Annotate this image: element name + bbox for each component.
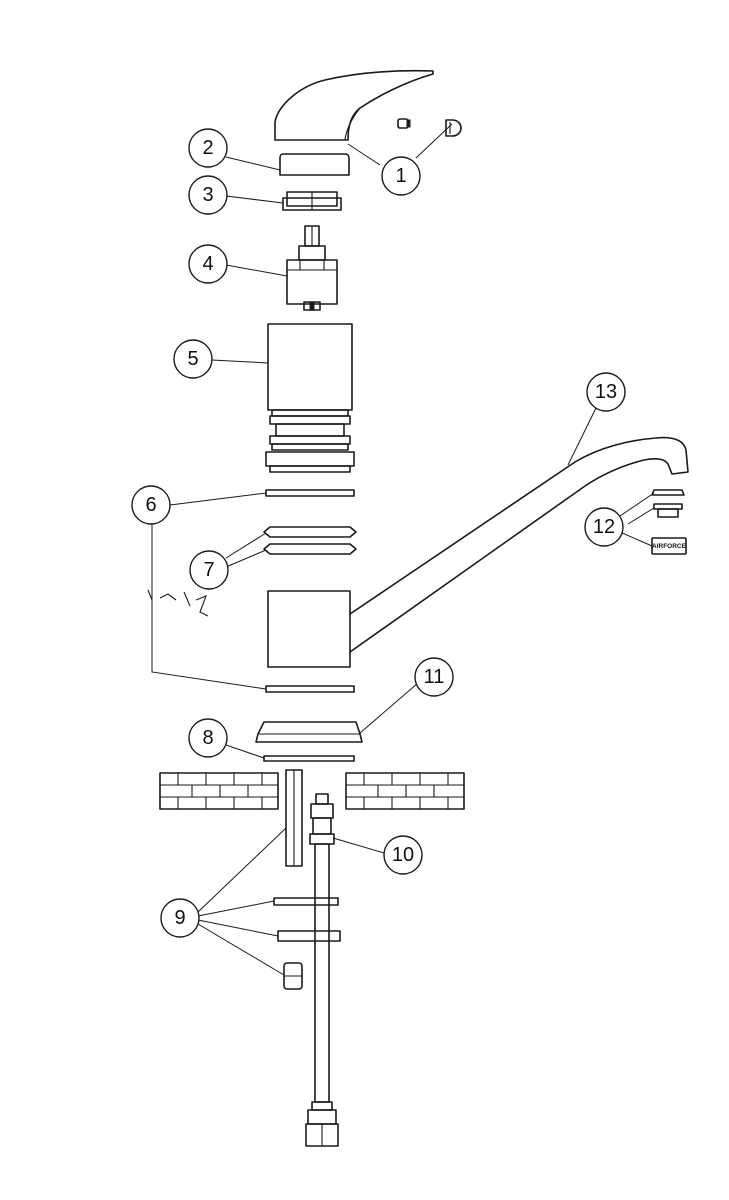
pencil-mark	[147, 589, 209, 617]
callout-9: 9	[160, 898, 200, 938]
callout-label: 12	[593, 516, 615, 538]
callout-label: 10	[392, 844, 414, 866]
callout-12: 12	[584, 507, 624, 547]
callout-label: 9	[174, 907, 185, 929]
sink-deck-left	[159, 772, 279, 810]
callout-label: 8	[202, 727, 213, 749]
callout-label: 7	[203, 559, 214, 581]
lever-handle	[274, 69, 434, 141]
callout-label: 13	[595, 381, 617, 403]
callout-label: 4	[202, 253, 213, 275]
callout-4: 4	[188, 244, 228, 284]
aerator-insert	[653, 503, 683, 518]
callout-8: 8	[188, 718, 228, 758]
handle-cap	[445, 119, 462, 137]
callout-3: 3	[188, 175, 228, 215]
seal-ring-upper	[263, 526, 357, 538]
handle-screw	[397, 118, 411, 129]
fixing-nut	[283, 962, 303, 990]
callout-10: 10	[383, 835, 423, 875]
spout-collar	[267, 590, 351, 668]
callout-7: 7	[189, 550, 229, 590]
callout-label: 1	[395, 165, 406, 187]
callout-1: 1	[381, 156, 421, 196]
callout-label: 6	[145, 494, 156, 516]
callout-2: 2	[188, 128, 228, 168]
valve-body	[265, 323, 355, 473]
callout-5: 5	[173, 339, 213, 379]
callout-label: 2	[202, 137, 213, 159]
flexible-hose	[305, 793, 339, 1147]
cartridge	[286, 225, 338, 311]
threaded-stud	[285, 769, 303, 867]
callout-label: 5	[187, 348, 198, 370]
base-gasket	[263, 755, 355, 762]
callout-label: 11	[424, 666, 445, 688]
leader-lines	[151, 123, 655, 976]
callout-label: 3	[202, 184, 213, 206]
cover-cap	[279, 153, 350, 176]
spout	[349, 436, 689, 653]
aerator-brand-label: AIRFORCE	[652, 543, 687, 550]
retaining-nut	[282, 191, 342, 211]
sink-deck-right	[345, 772, 465, 810]
callout-6: 6	[131, 485, 171, 525]
callout-13: 13	[586, 372, 626, 412]
seal-ring-lower	[263, 543, 357, 555]
callout-11: 11	[414, 657, 454, 697]
